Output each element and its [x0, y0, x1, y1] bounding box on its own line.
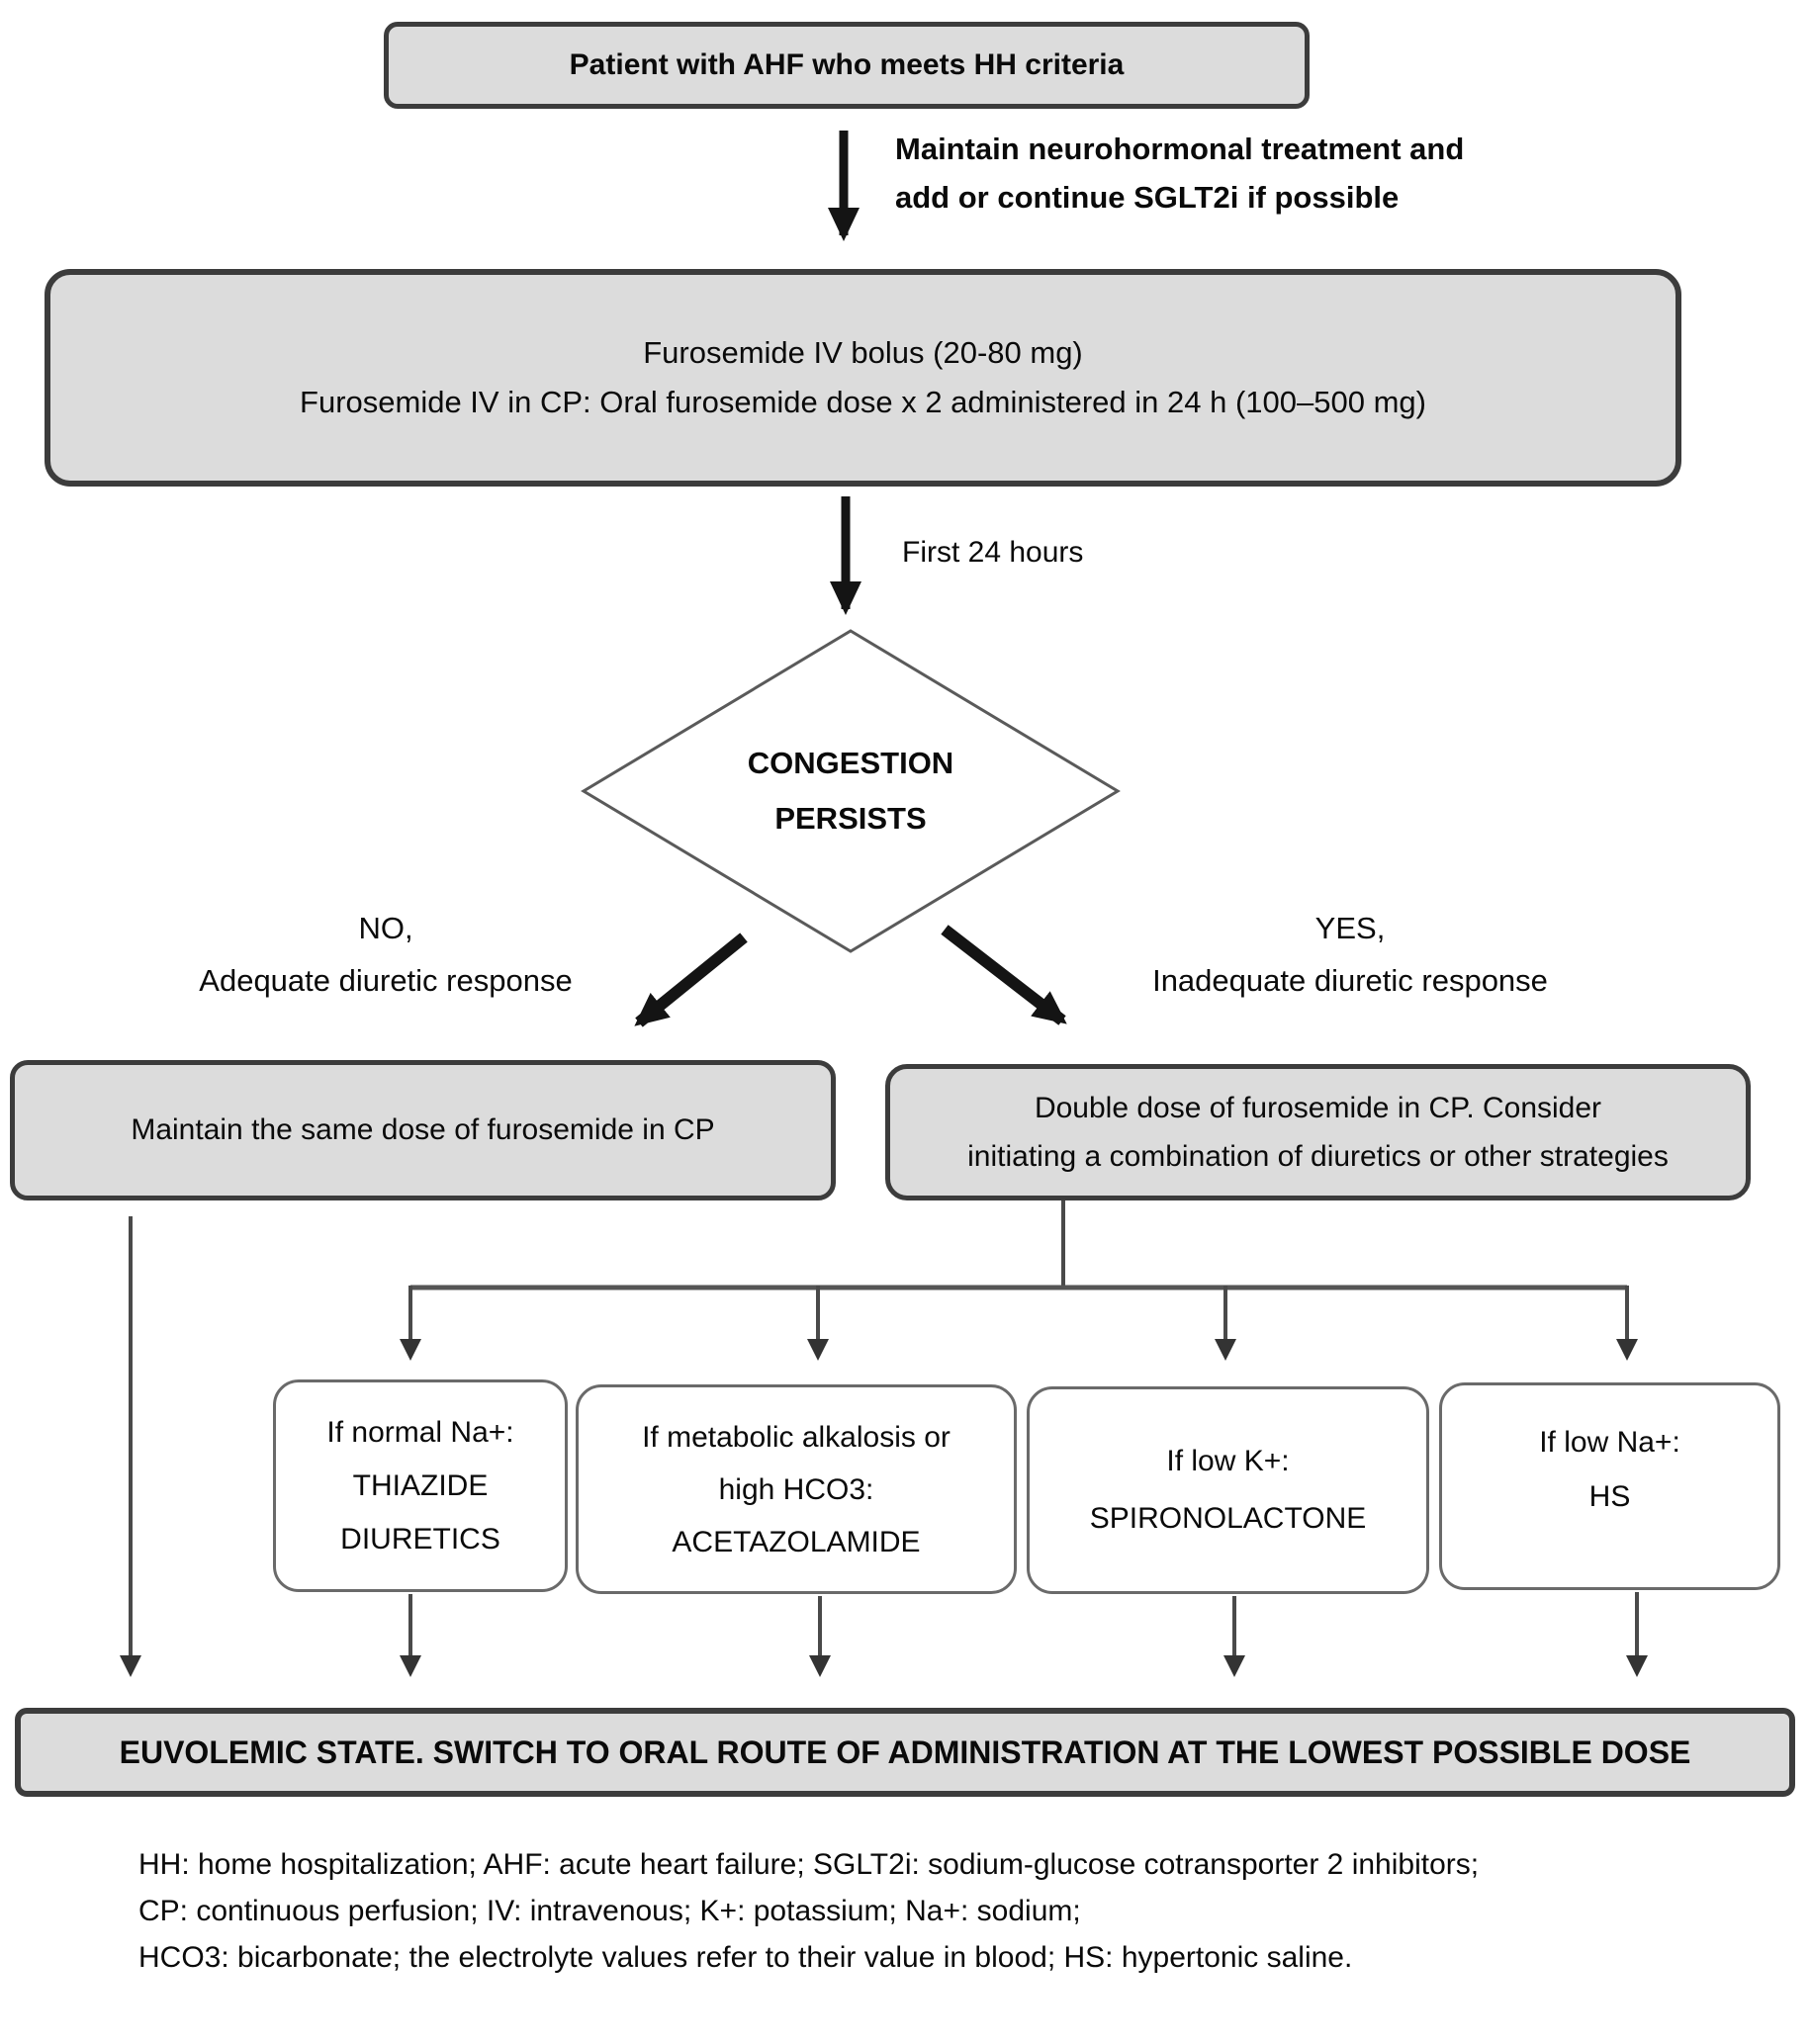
footnote-line1: HH: home hospitalization; AHF: acute hea… — [138, 1848, 1480, 1881]
edge-label-no-line2: Adequate diuretic response — [199, 963, 573, 998]
node-start: Patient with AHF who meets HH criteria — [384, 22, 1310, 109]
footnote-line2: CP: continuous perfusion; IV: intravenou… — [138, 1895, 1081, 1927]
edge-label-yes-line2: Inadequate diuretic response — [1152, 963, 1548, 998]
node-start-label: Patient with AHF who meets HH criteria — [569, 48, 1125, 81]
decision-line2: PERSISTS — [774, 801, 927, 836]
node-thiazide: If normal Na+: THIAZIDE DIURETICS — [273, 1379, 568, 1592]
footnote: HH: home hospitalization; AHF: acute hea… — [138, 1841, 1701, 1981]
node-hypertonic-saline: If low Na+: HS — [1439, 1382, 1780, 1590]
edge-label-no-line1: NO, — [358, 911, 413, 945]
node-spironolactone-line2: SPIRONOLACTONE — [1089, 1502, 1367, 1535]
node-acetazolamide-line3: ACETAZOLAMIDE — [672, 1525, 921, 1558]
arrow-decision-no — [634, 933, 748, 1027]
node-decision-label: CONGESTION PERSISTS — [653, 712, 1048, 870]
node-furosemide-iv-line1: Furosemide IV bolus (20-80 mg) — [643, 335, 1083, 370]
node-double-dose-line2: initiating a combination of diuretics or… — [967, 1140, 1669, 1173]
edge-label-neurohormonal-line2: add or continue SGLT2i if possible — [895, 180, 1400, 215]
edge-label-no-branch: NO, Adequate diuretic response — [134, 902, 638, 1007]
node-maintain-dose: Maintain the same dose of furosemide in … — [10, 1060, 836, 1200]
node-euvolemic: EUVOLEMIC STATE. SWITCH TO ORAL ROUTE OF… — [15, 1708, 1795, 1797]
node-furosemide-iv: Furosemide IV bolus (20-80 mg) Furosemid… — [45, 269, 1681, 487]
footnote-line3: HCO3: bicarbonate; the electrolyte value… — [138, 1941, 1353, 1974]
edge-label-yes-branch: YES, Inadequate diuretic response — [1093, 902, 1607, 1007]
node-double-dose-line1: Double dose of furosemide in CP. Conside… — [1034, 1092, 1602, 1124]
arrow-decision-yes — [941, 925, 1067, 1025]
node-furosemide-iv-line2: Furosemide IV in CP: Oral furosemide dos… — [300, 385, 1426, 419]
decision-line1: CONGESTION — [747, 746, 954, 780]
node-thiazide-line1: If normal Na+: — [326, 1415, 514, 1449]
node-thiazide-line3: DIURETICS — [340, 1522, 500, 1555]
node-acetazolamide: If metabolic alkalosis or high HCO3: ACE… — [576, 1384, 1017, 1594]
node-spironolactone-line1: If low K+: — [1166, 1445, 1290, 1477]
decision-diamond — [581, 629, 1121, 953]
node-thiazide-line2: THIAZIDE — [352, 1468, 489, 1502]
edge-label-neurohormonal: Maintain neurohormonal treatment and add… — [895, 125, 1464, 222]
node-acetazolamide-line2: high HCO3: — [718, 1472, 874, 1506]
node-double-dose: Double dose of furosemide in CP. Conside… — [885, 1064, 1751, 1200]
edge-label-neurohormonal-line1: Maintain neurohormonal treatment and — [895, 132, 1465, 166]
node-acetazolamide-line1: If metabolic alkalosis or — [642, 1420, 951, 1454]
node-maintain-dose-label: Maintain the same dose of furosemide in … — [131, 1113, 715, 1146]
edge-label-first-24-hours: First 24 hours — [902, 536, 1084, 569]
node-hypertonic-saline-line2: HS — [1588, 1480, 1631, 1513]
node-spironolactone: If low K+: SPIRONOLACTONE — [1027, 1386, 1429, 1594]
node-hypertonic-saline-line1: If low Na+: — [1539, 1426, 1680, 1459]
node-euvolemic-label: EUVOLEMIC STATE. SWITCH TO ORAL ROUTE OF… — [119, 1733, 1691, 1770]
edge-label-yes-line1: YES, — [1314, 911, 1386, 945]
